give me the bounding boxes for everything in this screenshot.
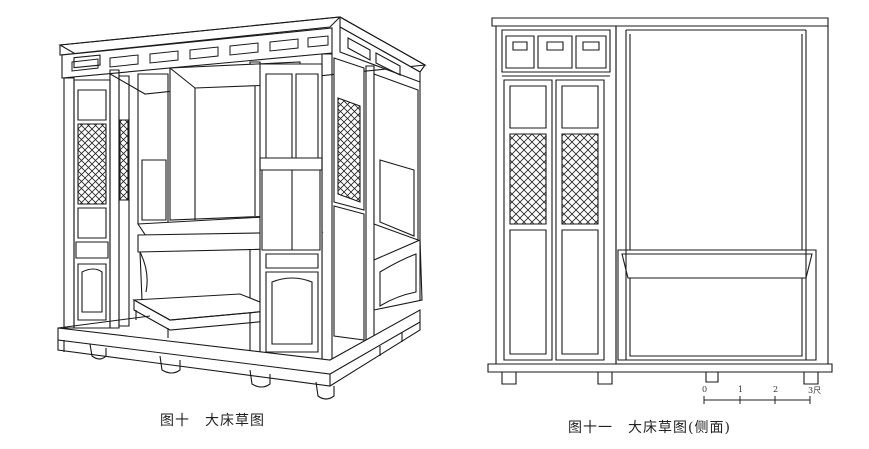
bed-side-elevation-drawing (480, 10, 840, 400)
figure-10-caption: 图十 大床草图 (160, 413, 265, 429)
bed-perspective-drawing (50, 10, 440, 410)
scale-tick-1: 1 (738, 385, 744, 394)
bed-base (58, 310, 420, 399)
side-panel (616, 26, 828, 364)
right-side-panels (334, 58, 418, 340)
scale-tick-3: 3尺 (808, 386, 822, 395)
right-front-panel (260, 64, 322, 362)
scale-tick-2: 2 (773, 385, 779, 394)
front-section (496, 26, 616, 364)
bed-edge (618, 250, 816, 360)
scale-bar (700, 388, 830, 410)
frieze-panels (74, 55, 100, 68)
top-rail (492, 18, 828, 26)
front-frieze (62, 28, 332, 78)
figure-11-caption: 图十一 大床草图(侧面) (568, 420, 731, 436)
scale-tick-0: 0 (702, 385, 708, 394)
left-front-panel (74, 80, 110, 328)
base (488, 364, 832, 384)
